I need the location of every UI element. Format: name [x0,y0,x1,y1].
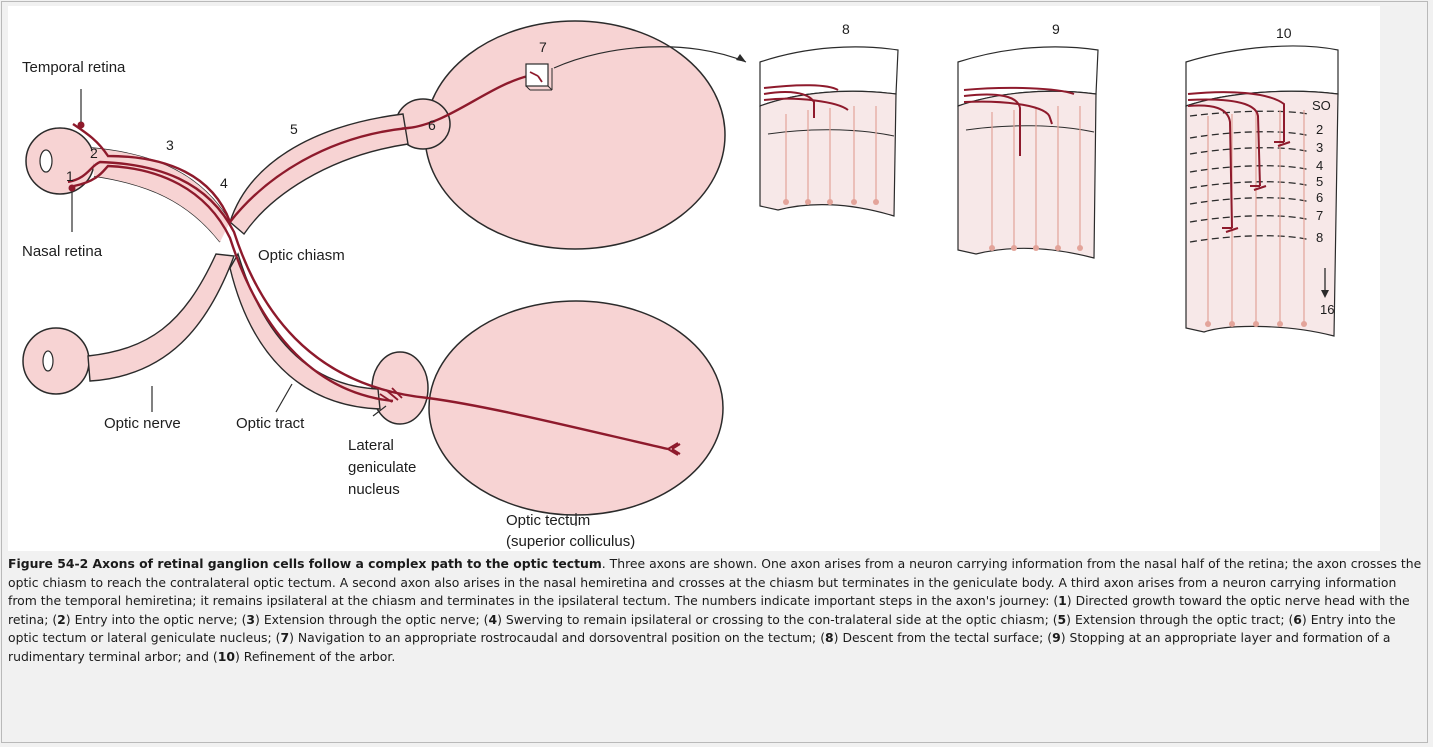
layer-4: 4 [1316,158,1323,173]
step-1: 1 [66,168,74,184]
step-6: 6 [428,117,436,133]
lower-eye [23,328,89,394]
caption-step-number: 3 [246,612,255,627]
caption-step-text: Swerving to remain ipsilateral or crossi… [506,612,1053,627]
caption-step-number: 5 [1058,612,1067,627]
label-lgn-1: Lateral [348,437,394,454]
step7-box [526,64,552,90]
upper-tectum [425,21,725,249]
zoom-arrowhead [736,54,746,62]
caption-step-number: 8 [825,630,834,645]
label-lgn-3: nucleus [348,481,400,498]
caption-step-number: 9 [1052,630,1061,645]
layer-so: SO [1312,98,1331,113]
caption-step-number: 4 [488,612,497,627]
layer-6: 6 [1316,190,1323,205]
label-optic-tract: Optic tract [236,415,305,432]
panel-label-10: 10 [1276,25,1292,41]
caption-step: (2) Entry into the optic nerve; [52,612,241,627]
layer-5: 5 [1316,174,1323,189]
step-5: 5 [290,121,298,137]
caption-title: Figure 54-2 Axons of retinal ganglion ce… [8,556,602,571]
layer-7: 7 [1316,208,1323,223]
caption-step-text: Refinement of the arbor. [244,649,395,664]
caption-step-text: Navigation to an appropriate rostrocauda… [298,630,820,645]
caption-step: (7) Navigation to an appropriate rostroc… [276,630,821,645]
label-tectum-2: (superior colliculus) [506,533,635,550]
caption-step-text: Descent from the tectal surface; [842,630,1047,645]
layer-3: 3 [1316,140,1323,155]
caption-step: (3) Extension through the optic nerve; [242,612,484,627]
caption-step: (8) Descent from the tectal surface; [820,630,1047,645]
caption-step: (5) Extension through the optic tract; [1053,612,1289,627]
panel-9 [958,47,1098,258]
step-2: 2 [90,145,98,161]
caption-step-text: Entry into the optic nerve; [75,612,242,627]
label-optic-nerve: Optic nerve [104,415,181,432]
step-3: 3 [166,137,174,153]
caption-step-text: Extension through the optic tract; [1075,612,1289,627]
layer-8: 8 [1316,230,1323,245]
step-4: 4 [220,175,228,191]
axon-pathway-diagram: Temporal retina Nasal retina Optic chias… [8,6,1380,551]
label-nasal-retina: Nasal retina [22,243,103,260]
panel-label-9: 9 [1052,21,1060,37]
caption-step-number: 10 [218,649,235,664]
label-optic-chiasm: Optic chiasm [258,247,345,264]
caption-step: (10) Refinement of the arbor. [213,649,395,664]
panel-label-8: 8 [842,21,850,37]
nasal-retina-cell [69,185,76,192]
lower-lens [43,351,53,371]
optic-tract-pointer [276,384,292,412]
caption-step-number: 6 [1293,612,1302,627]
step-7: 7 [539,39,547,55]
label-temporal-retina: Temporal retina [22,59,126,76]
layer-2: 2 [1316,122,1323,137]
caption-step-number: 2 [57,612,66,627]
panel-8 [760,47,898,216]
label-lgn-2: geniculate [348,459,416,476]
caption-step-text: Extension through the optic nerve; [264,612,484,627]
optic-tectum [429,301,723,515]
figure-image: Temporal retina Nasal retina Optic chias… [8,6,1380,551]
label-tectum-1: Optic tectum [506,512,590,529]
caption-step-number: 7 [280,630,289,645]
caption-step-number: 1 [1058,593,1067,608]
optic-nerve-lower [88,254,234,381]
temporal-retina-cell [78,122,85,129]
upper-lens [40,150,52,172]
layer-16: 16 [1320,302,1334,317]
figure-caption: Figure 54-2 Axons of retinal ganglion ce… [8,555,1423,667]
caption-step: (4) Swerving to remain ipsilateral or cr… [484,612,1053,627]
